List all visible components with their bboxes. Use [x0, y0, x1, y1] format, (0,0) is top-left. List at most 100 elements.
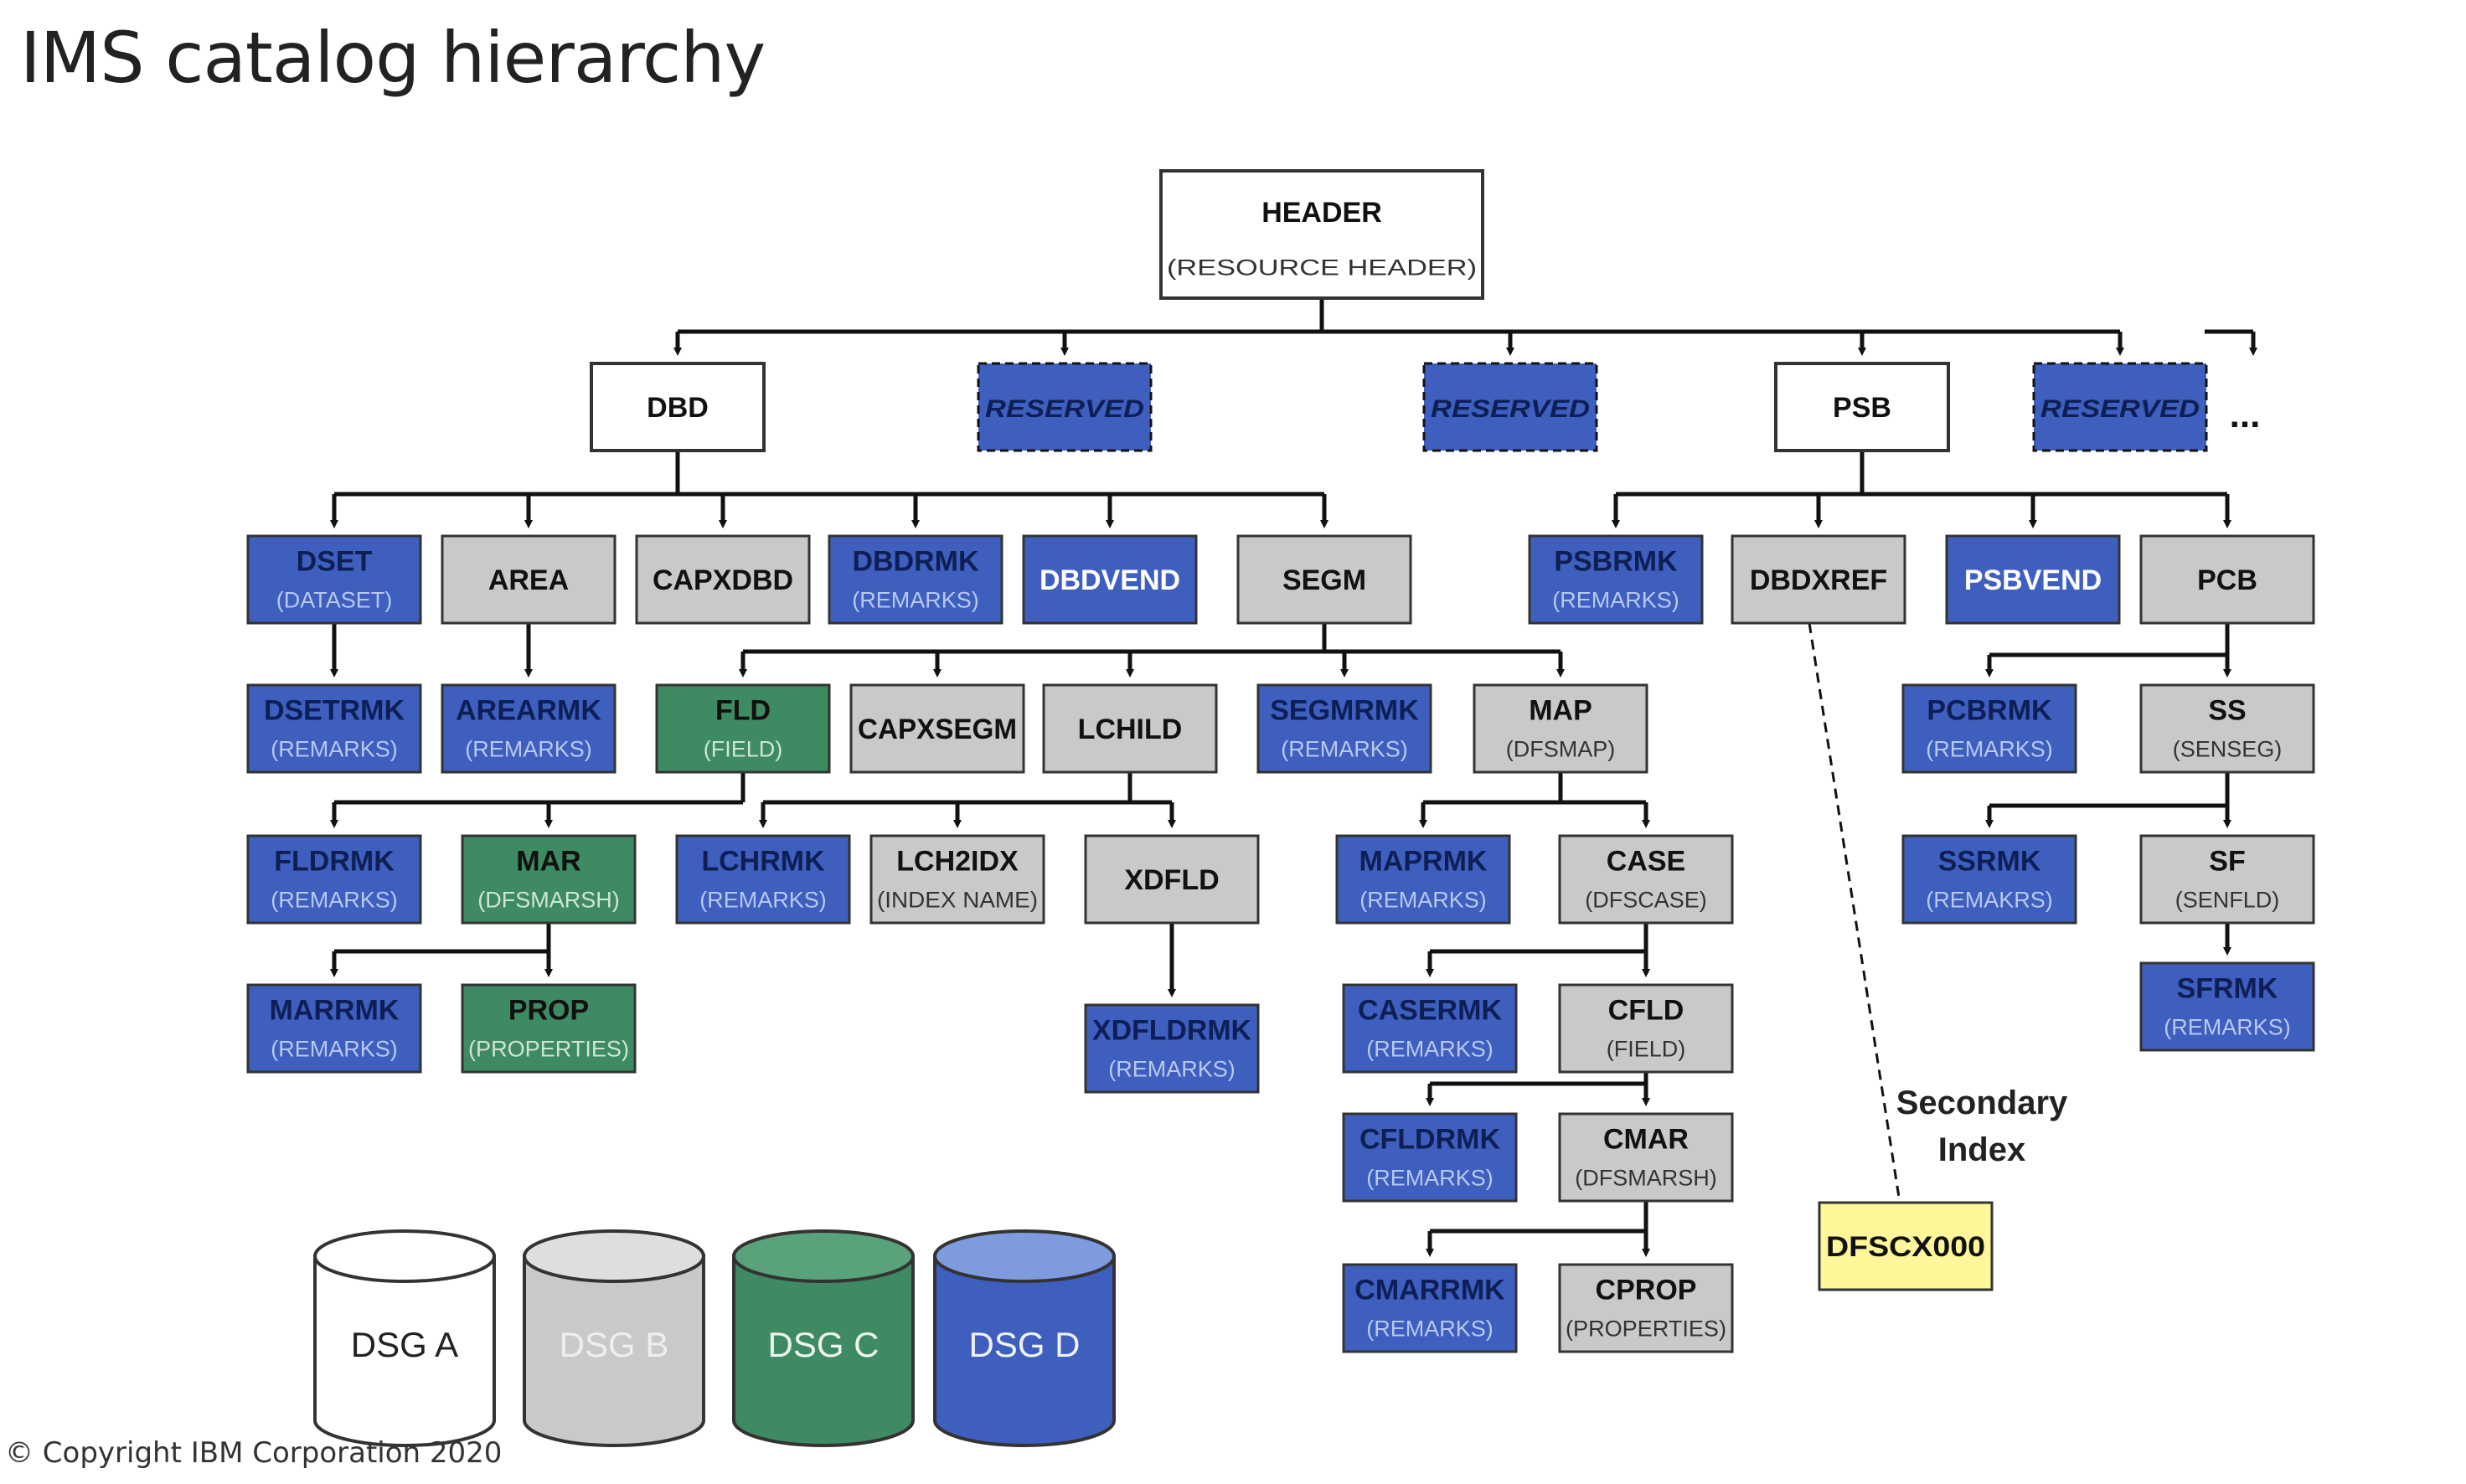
node-psbvend: PSBVEND	[1945, 534, 2121, 625]
node-box	[1042, 683, 1218, 774]
node-label: CPROP	[1596, 1275, 1697, 1306]
node-label: RESERVED	[2040, 395, 2200, 423]
node-box	[1774, 362, 1950, 452]
node-sublabel: (FIELD)	[1607, 1036, 1686, 1061]
node-label: SS	[2208, 695, 2246, 727]
node-sfrmk: SFRMK(REMARKS)	[2139, 961, 2315, 1052]
node-label: PSB	[1833, 392, 1891, 424]
node-label: PSBVEND	[1964, 564, 2102, 596]
node-segmrmk: SEGMRMK(REMARKS)	[1256, 683, 1432, 774]
legend-label: DSG C	[767, 1325, 879, 1364]
node-box	[1731, 534, 1906, 625]
node-box	[1473, 683, 1648, 774]
node-lchrmk: LCHRMK(REMARKS)	[675, 834, 851, 925]
node-box	[441, 683, 616, 774]
node-label: FLDRMK	[274, 846, 395, 878]
node-box	[828, 534, 1003, 625]
more-ellipsis: ...	[2230, 394, 2261, 435]
node-label: DBDVEND	[1040, 564, 1180, 596]
node-cmar: CMAR(DFSMARSH)	[1558, 1112, 1734, 1203]
node-box	[1159, 169, 1484, 300]
node-box	[1236, 534, 1412, 625]
node-box	[977, 362, 1153, 452]
cylinder-top	[732, 1229, 915, 1283]
node-label: DBD	[647, 392, 709, 424]
node-box	[1342, 1112, 1518, 1203]
node-psb: PSB	[1774, 362, 1950, 452]
node-lch2idx: LCH2IDX(INDEX NAME)	[869, 834, 1045, 925]
node-box	[1084, 1003, 1260, 1094]
legend-label: DSG B	[560, 1325, 669, 1364]
node-box	[1422, 362, 1598, 452]
node-label: CAPXSEGM	[858, 714, 1017, 745]
node-box	[246, 834, 422, 925]
node-box	[441, 534, 616, 625]
node-label: LCH2IDX	[896, 846, 1019, 878]
node-box	[1558, 1263, 1734, 1353]
node-reserved3: RESERVED	[2032, 362, 2208, 452]
node-label: DBDXREF	[1750, 564, 1887, 596]
node-sublabel: (REMARKS)	[271, 1036, 398, 1061]
node-box	[1335, 834, 1511, 925]
node-sublabel: (REMARKS)	[699, 887, 827, 912]
node-box	[1558, 834, 1734, 925]
node-case: CASE(DFSCASE)	[1558, 834, 1734, 925]
node-sublabel: (PROPERTIES)	[1566, 1316, 1726, 1341]
node-map: MAP(DFSMAP)	[1473, 683, 1648, 774]
node-capxsegm: CAPXSEGM	[849, 683, 1025, 774]
cylinder-body	[313, 1255, 496, 1447]
node-label: DFSCX000	[1826, 1231, 1985, 1263]
node-label: MAR	[516, 846, 580, 878]
node-box	[1022, 534, 1198, 625]
node-label: XDFLDRMK	[1092, 1015, 1251, 1047]
node-box	[1558, 983, 1734, 1074]
node-label: SFRMK	[2177, 973, 2278, 1005]
node-label: FLD	[715, 695, 771, 727]
connector-lines	[330, 298, 2257, 1257]
node-label: AREARMK	[456, 695, 601, 727]
node-label: MARRMK	[270, 995, 400, 1027]
node-sublabel: (DFSCASE)	[1585, 887, 1707, 912]
node-label: XDFLD	[1124, 864, 1219, 896]
node-pcbrmk: PCBRMK(REMARKS)	[1901, 683, 2077, 774]
cylinder-top	[313, 1229, 496, 1283]
node-box	[1818, 1201, 1994, 1291]
node-sublabel: (REMARKS)	[1359, 887, 1487, 912]
node-label: CFLD	[1608, 995, 1684, 1027]
node-sublabel: (REMARKS)	[1108, 1056, 1236, 1081]
node-box	[1084, 834, 1260, 925]
legend-cylinder: DSG B	[523, 1229, 705, 1447]
node-sublabel: (REMAKRS)	[1926, 887, 2053, 912]
page-title: IMS catalog hierarchy	[20, 17, 766, 99]
secondary-index-label: Index	[1938, 1131, 2025, 1168]
node-box	[655, 683, 831, 774]
cylinder-body	[732, 1255, 915, 1447]
node-sublabel: (REMARKS)	[1926, 736, 2053, 761]
node-sf: SF(SENFLD)	[2139, 834, 2315, 925]
legend-label: DSG A	[351, 1325, 458, 1364]
node-box	[1945, 534, 2121, 625]
cylinder-top	[523, 1229, 705, 1283]
node-box	[2139, 961, 2315, 1052]
node-box	[246, 683, 422, 774]
node-box	[1342, 983, 1518, 1074]
node-sublabel: (REMARKS)	[1366, 1165, 1494, 1190]
node-box	[2139, 683, 2315, 774]
node-dset: DSET(DATASET)	[246, 534, 422, 625]
node-label: SEGM	[1282, 564, 1366, 596]
node-sublabel: (REMARKS)	[1552, 587, 1679, 612]
node-label: SSRMK	[1938, 846, 2041, 878]
node-fldrmk: FLDRMK(REMARKS)	[246, 834, 422, 925]
node-sublabel: (SENFLD)	[2175, 887, 2280, 912]
node-area: AREA	[441, 534, 616, 625]
cylinder-top	[933, 1229, 1116, 1283]
node-label: PROP	[508, 995, 589, 1027]
node-box	[590, 362, 766, 452]
legend: DSG A DSG B DSG C DSG D	[313, 1229, 1116, 1447]
legend-label: DSG D	[968, 1325, 1080, 1364]
node-reserved2: RESERVED	[1422, 362, 1598, 452]
node-label: CFLDRMK	[1359, 1124, 1501, 1156]
